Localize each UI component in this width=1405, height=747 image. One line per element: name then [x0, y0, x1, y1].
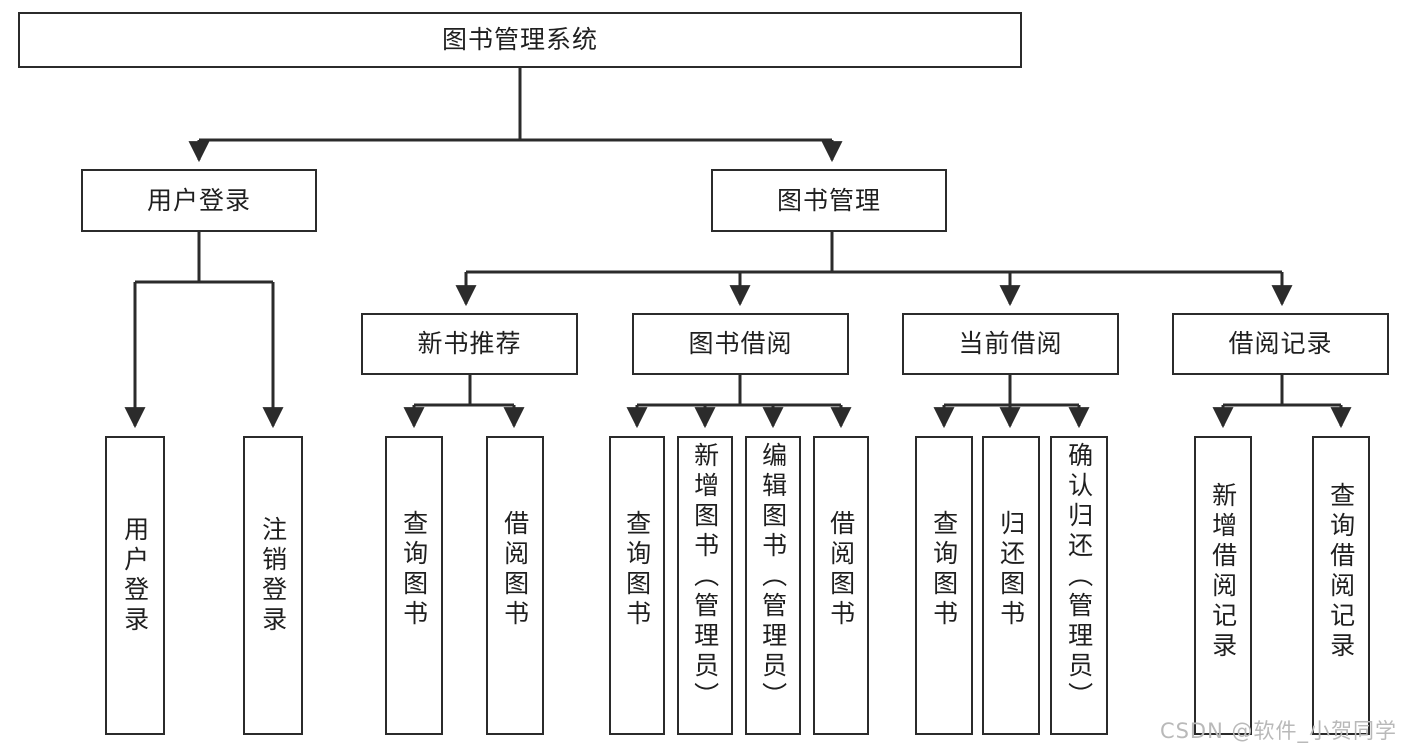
node-label: 新增图书（管理员） — [690, 442, 720, 712]
leaf-query-borrow-record[interactable]: 查询借阅记录 — [1312, 436, 1370, 735]
node-label: 用户登录 — [120, 516, 150, 636]
node-label: 确认归还（管理员） — [1064, 442, 1094, 712]
node-current-borrow[interactable]: 当前借阅 — [902, 313, 1119, 375]
node-label: 新书推荐 — [417, 329, 522, 359]
node-label: 编辑图书（管理员） — [758, 442, 788, 712]
node-label: 图书借阅 — [688, 329, 793, 359]
leaf-return-book[interactable]: 归还图书 — [982, 436, 1040, 735]
leaf-user-login[interactable]: 用户登录 — [105, 436, 165, 735]
node-book-management[interactable]: 图书管理 — [711, 169, 947, 232]
node-label: 查询图书 — [929, 510, 959, 630]
leaf-edit-book-admin[interactable]: 编辑图书（管理员） — [745, 436, 801, 735]
node-label: 新增借阅记录 — [1208, 482, 1238, 662]
node-user-login[interactable]: 用户登录 — [81, 169, 317, 232]
csdn-watermark: CSDN @软件_小贺同学 — [1159, 719, 1397, 743]
leaf-query-book-recommend[interactable]: 查询图书 — [385, 436, 443, 735]
node-label: 查询借阅记录 — [1326, 482, 1356, 662]
node-label: 用户登录 — [146, 185, 251, 215]
node-label: 查询图书 — [399, 510, 429, 630]
leaf-add-borrow-record[interactable]: 新增借阅记录 — [1194, 436, 1252, 735]
node-label: 借阅图书 — [500, 510, 530, 630]
node-label: 查询图书 — [622, 510, 652, 630]
leaf-logout[interactable]: 注销登录 — [243, 436, 303, 735]
leaf-confirm-return-admin[interactable]: 确认归还（管理员） — [1050, 436, 1108, 735]
leaf-borrow-book[interactable]: 借阅图书 — [813, 436, 869, 735]
leaf-query-book-borrow[interactable]: 查询图书 — [609, 436, 665, 735]
node-label: 图书管理系统 — [441, 25, 598, 55]
node-root-book-management-system[interactable]: 图书管理系统 — [18, 12, 1022, 68]
node-book-borrow[interactable]: 图书借阅 — [632, 313, 849, 375]
node-new-book-recommend[interactable]: 新书推荐 — [361, 313, 578, 375]
node-label: 当前借阅 — [958, 329, 1063, 359]
node-label: 借阅图书 — [826, 510, 856, 630]
node-label: 图书管理 — [776, 185, 881, 215]
node-label: 借阅记录 — [1228, 329, 1333, 359]
node-label: 归还图书 — [996, 510, 1026, 630]
leaf-query-book-current[interactable]: 查询图书 — [915, 436, 973, 735]
node-label: 注销登录 — [258, 516, 288, 636]
leaf-borrow-book-recommend[interactable]: 借阅图书 — [486, 436, 544, 735]
leaf-add-book-admin[interactable]: 新增图书（管理员） — [677, 436, 733, 735]
node-borrow-record[interactable]: 借阅记录 — [1172, 313, 1389, 375]
